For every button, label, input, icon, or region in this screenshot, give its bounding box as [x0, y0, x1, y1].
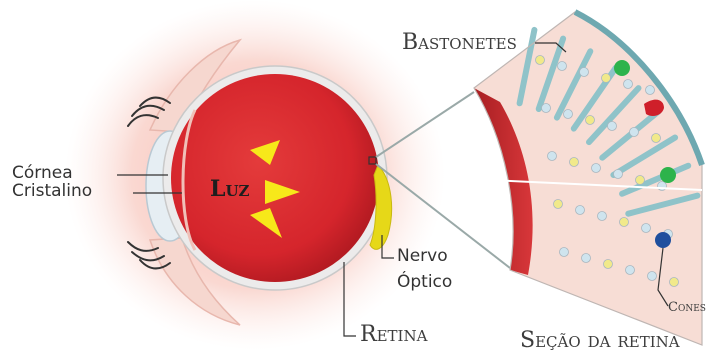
neuron-cell: [592, 164, 601, 173]
eyeball: [171, 74, 379, 282]
label-nervo: Nervo: [397, 246, 448, 266]
label-optico: Óptico: [397, 272, 452, 292]
cone-blue: [655, 232, 671, 248]
neuron-cell: [586, 116, 595, 125]
label-bastonetes: Bastonetes: [402, 30, 517, 55]
neuron-cell: [564, 110, 573, 119]
neuron-cell: [576, 206, 585, 215]
label-retina: Retina: [360, 322, 427, 347]
neuron-cell: [560, 248, 569, 257]
label-cristalino: Cristalino: [12, 181, 92, 201]
neuron-cell: [548, 152, 557, 161]
neuron-cell: [558, 62, 567, 71]
neuron-cell: [652, 134, 661, 143]
label-cornea: Córnea: [12, 163, 73, 183]
neuron-cell: [554, 200, 563, 209]
neuron-cell: [620, 218, 629, 227]
neuron-cell: [614, 170, 623, 179]
neuron-cell: [570, 158, 579, 167]
cone-green-top: [614, 60, 630, 76]
label-luz: Luz: [210, 176, 250, 202]
cone-green-mid: [660, 167, 676, 183]
neuron-cell: [630, 128, 639, 137]
neuron-cell: [624, 80, 633, 89]
neuron-cell: [626, 266, 635, 275]
neuron-cell: [648, 272, 657, 281]
neuron-cell: [604, 260, 613, 269]
neuron-cell: [670, 278, 679, 287]
neuron-cell: [582, 254, 591, 263]
label-cones: Cones: [668, 300, 706, 315]
neuron-cell: [608, 122, 617, 131]
neuron-cell: [646, 86, 655, 95]
neuron-cell: [580, 68, 589, 77]
neuron-cell: [602, 74, 611, 83]
neuron-cell: [636, 176, 645, 185]
label-secao-da-retina: Seção da retina: [520, 328, 680, 353]
neuron-cell: [642, 224, 651, 233]
neuron-cell: [542, 104, 551, 113]
neuron-cell: [536, 56, 545, 65]
neuron-cell: [598, 212, 607, 221]
